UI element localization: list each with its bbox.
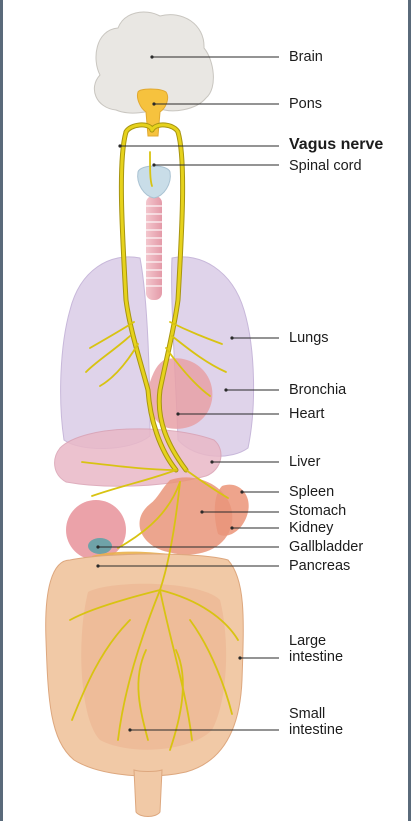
label-small-intestine: Small intestine: [289, 706, 343, 738]
label-bronchia: Bronchia: [289, 382, 346, 398]
stomach-shape: [140, 477, 233, 554]
label-gallbladder: Gallbladder: [289, 539, 363, 555]
label-liver: Liver: [289, 454, 320, 470]
label-spinal-cord: Spinal cord: [289, 158, 362, 174]
label-large-intestine: Large intestine: [289, 633, 343, 665]
label-small-intestine-line1: Small: [289, 706, 343, 722]
label-lungs: Lungs: [289, 330, 329, 346]
label-heart: Heart: [289, 406, 324, 422]
label-pons: Pons: [289, 96, 322, 112]
label-pancreas: Pancreas: [289, 558, 350, 574]
label-vagus-nerve: Vagus nerve: [289, 137, 383, 153]
label-spleen: Spleen: [289, 484, 334, 500]
label-small-intestine-line2: intestine: [289, 722, 343, 738]
rectum-shape: [134, 770, 162, 817]
gallbladder-shape: [88, 538, 112, 554]
label-large-intestine-line2: intestine: [289, 649, 343, 665]
label-kidney: Kidney: [289, 520, 333, 536]
label-large-intestine-line1: Large: [289, 633, 343, 649]
larynx-shape: [138, 166, 171, 198]
trachea-shape: [146, 196, 162, 300]
label-brain: Brain: [289, 49, 323, 65]
label-stomach: Stomach: [289, 503, 346, 519]
